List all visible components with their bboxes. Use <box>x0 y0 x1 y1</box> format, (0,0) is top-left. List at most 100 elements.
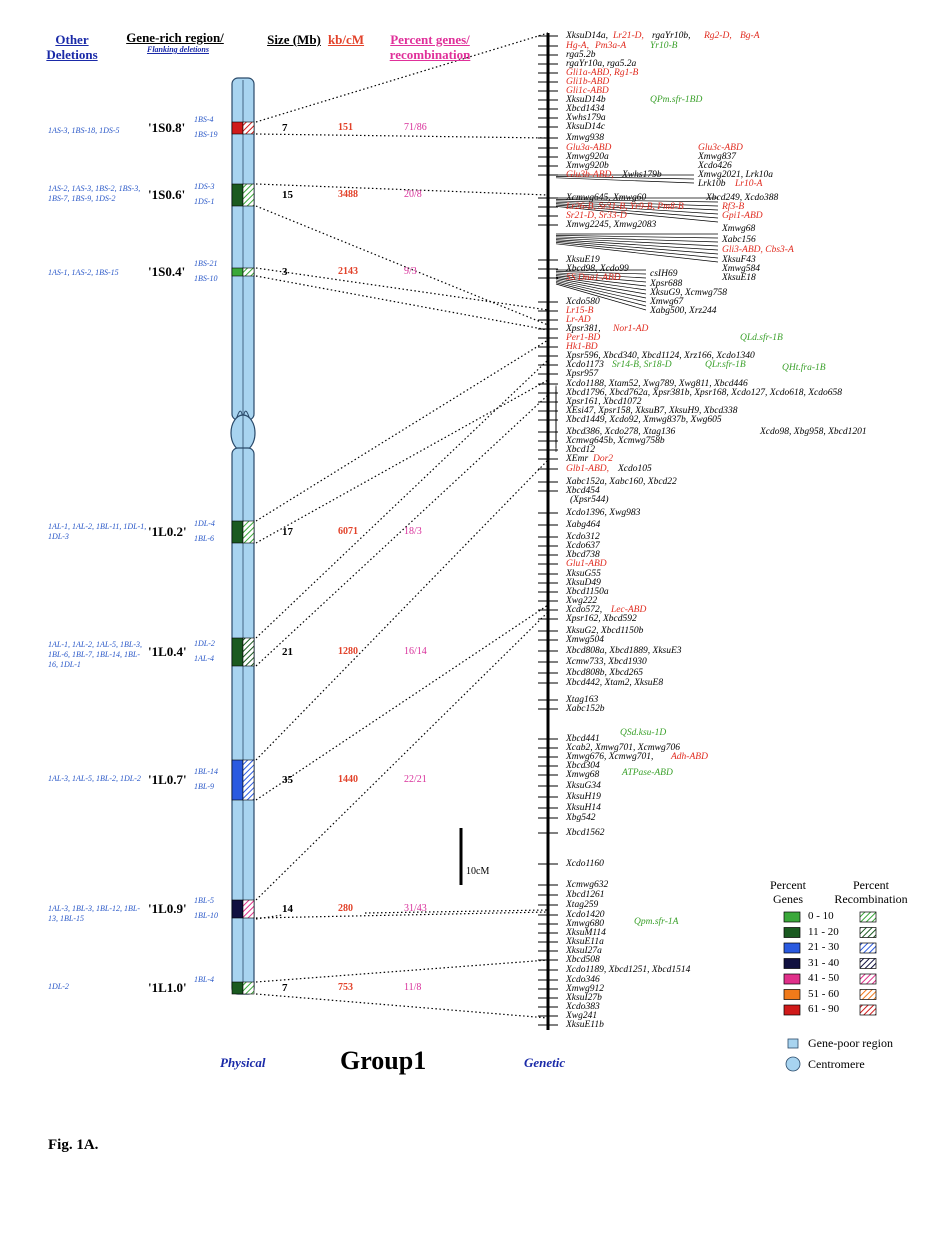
genetic-marker-label: csIH69 <box>650 269 678 279</box>
genetic-marker-label: Xmwg920b <box>566 161 609 171</box>
genetic-marker-label: Yr10-B <box>650 41 678 51</box>
legend-gene-poor: Gene-poor region <box>808 1036 893 1050</box>
marker-connector <box>555 283 647 311</box>
genetic-marker-label: Bg-A <box>740 31 760 41</box>
genetic-marker-label: Gli1b-ABD <box>566 77 610 87</box>
region-block-genes <box>231 267 244 277</box>
breakpoint-bottom: 1BL-10 <box>194 911 218 920</box>
breakpoint-top: 1BS-4 <box>194 115 214 124</box>
marker-connector <box>555 239 719 251</box>
marker-connector <box>555 177 695 184</box>
marker-connector <box>555 237 719 247</box>
other-deletions-text: 1DL-2 <box>48 982 69 991</box>
header-other-deletions: Other Deletions <box>46 32 98 62</box>
genetic-marker-label: Xpsr162, Xbcd592 <box>566 614 637 624</box>
region-block-recombination <box>242 899 255 919</box>
legend-swatch-recombination <box>859 911 877 923</box>
region-block-recombination <box>242 981 255 995</box>
region-percent: 31/43 <box>404 903 427 914</box>
region-kbcm: 1280 <box>338 646 358 657</box>
genetic-marker-label: Xbcd454 <box>566 486 600 496</box>
region-name: '1L0.9' <box>148 901 187 916</box>
genetic-marker-label: Xbcd1562 <box>566 828 605 838</box>
legend-range-label: 11 - 20 <box>808 925 839 938</box>
genetic-marker-label: XEmr <box>566 454 589 464</box>
marker-connector <box>555 235 719 239</box>
region-size: 17 <box>282 526 293 538</box>
genetic-marker-label: Xmwg680 <box>566 919 604 929</box>
genetic-marker-label: Xcdo572, <box>566 605 603 615</box>
breakpoint-bottom: 1BL-6 <box>194 534 214 543</box>
value-connector <box>364 909 549 914</box>
genetic-marker-label: Xbcd386, Xcdo278, Xtag136 <box>566 427 676 437</box>
genetic-marker-label: XksuD14c <box>566 122 606 132</box>
genetic-marker-label: Xbcd1434 <box>566 104 605 114</box>
region-percent: 22/21 <box>404 774 427 785</box>
marker-connector <box>555 275 647 287</box>
genetic-marker-label: Xbcd441 <box>566 734 600 744</box>
genetic-marker-label: XksuF43 <box>722 255 756 265</box>
genetic-marker-label: ATPase-ABD <box>622 768 673 778</box>
genetic-marker-label: Xmwg837 <box>698 152 736 162</box>
genetic-marker-label: Lrk10b <box>698 179 726 189</box>
genetic-marker-label: Glu3c-ABD <box>698 143 743 153</box>
region-connector <box>255 275 549 331</box>
genetic-marker-label: Qpm.sfr-1A <box>634 917 679 927</box>
legend-range-label: 61 - 90 <box>808 1003 840 1015</box>
genetic-marker-label: Xmwg68 <box>722 224 756 234</box>
genetic-marker-label: Hg-A, <box>566 41 589 51</box>
region-connector <box>255 911 549 919</box>
legend-swatch-genes <box>783 1004 801 1016</box>
legend-centromere-swatch <box>785 1056 801 1072</box>
genetic-marker-label: Sr14-B, Sr18-D <box>612 360 672 370</box>
genetic-marker-label: Xtag163 <box>566 695 599 705</box>
marker-connector <box>555 278 647 295</box>
genetic-marker-label: Xbcd1261 <box>566 890 605 900</box>
genetic-marker-label: Lr21-D, <box>613 31 644 41</box>
region-name: '1S0.6' <box>148 187 186 202</box>
breakpoint-top: 1BL-14 <box>194 767 218 776</box>
legend-swatch-genes <box>783 911 801 923</box>
genetic-marker-label: rga5.2b <box>566 50 596 60</box>
genetic-marker-label: Lr15-B <box>566 306 594 316</box>
region-kbcm: 280 <box>338 903 353 914</box>
genetic-marker-label: Xabc152b <box>566 704 605 714</box>
genetic-marker-label: Xwhs179b <box>622 170 662 180</box>
genetic-marker-label: Xabg464 <box>566 520 601 530</box>
region-kbcm: 753 <box>338 982 353 993</box>
region-block-recombination <box>242 759 255 801</box>
genetic-marker-label: Glb1-ABD, <box>566 464 610 474</box>
genetic-marker-label: Hk1-BD <box>566 342 598 352</box>
genetic-marker-label: Rf3-B <box>722 202 745 212</box>
marker-connector <box>555 242 719 259</box>
genetic-marker-label: XEsi47, Xpsr158, XksuB7, XksuH9, Xbcd338 <box>566 406 738 416</box>
region-connector <box>255 267 549 311</box>
region-size: 35 <box>282 774 293 786</box>
region-block-genes <box>231 183 244 207</box>
region-block-recombination <box>242 637 255 667</box>
breakpoint-bottom: 1AL-4 <box>194 654 214 663</box>
region-block-genes <box>231 981 244 995</box>
other-deletions-text: 1AS-1, 1AS-2, 1BS-15 <box>48 268 119 277</box>
genetic-marker-label: Xmwg68 <box>566 770 600 780</box>
region-percent: 20/8 <box>404 189 422 200</box>
region-block-genes <box>231 121 244 135</box>
region-size: 21 <box>282 646 293 658</box>
region-size: 15 <box>282 189 293 201</box>
genetic-marker-label: Xcmw733, Xbcd1930 <box>566 657 647 667</box>
genetic-marker-label: XksuG55 <box>566 569 601 579</box>
genetic-marker-label: Rg2-D, <box>704 31 732 41</box>
genetic-marker-label: Xcdo1160 <box>566 859 604 869</box>
other-deletions-text: 1AL-3, 1BL-3, 1BL-12, 1BL-13, 1BL-15 <box>48 904 140 923</box>
genetic-marker-label: XksuH19 <box>566 792 601 802</box>
genetic-marker-label: Xbg542 <box>566 813 596 823</box>
genetic-marker-label: Xbcd1150a <box>566 587 609 597</box>
region-block-recombination <box>242 520 255 544</box>
genetic-marker-label: (Xpsr544) <box>570 495 609 505</box>
other-deletions-text: 1AS-2, 1AS-3, 1BS-2, 1BS-3, 1BS-7, 1BS-9… <box>48 184 141 203</box>
region-connector <box>255 959 549 983</box>
genetic-marker-label: Xabc152a, Xabc160, Xbcd22 <box>566 477 677 487</box>
region-connector <box>255 339 549 522</box>
region-connector <box>255 394 549 667</box>
